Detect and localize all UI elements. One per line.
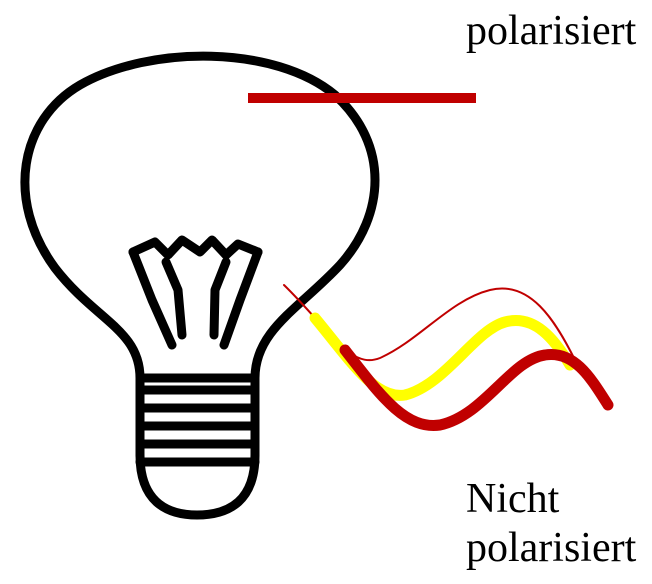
label-polarized: polarisiert — [466, 10, 636, 52]
filament-inner-right — [214, 262, 226, 335]
light-bulb-icon — [25, 56, 375, 515]
unpolarized-waves — [284, 285, 608, 425]
filament-crown — [133, 240, 258, 255]
filament-inner-left — [166, 262, 182, 335]
label-unpolarized-line1: Nicht — [466, 478, 559, 520]
label-unpolarized-line2: polarisiert — [466, 527, 636, 569]
